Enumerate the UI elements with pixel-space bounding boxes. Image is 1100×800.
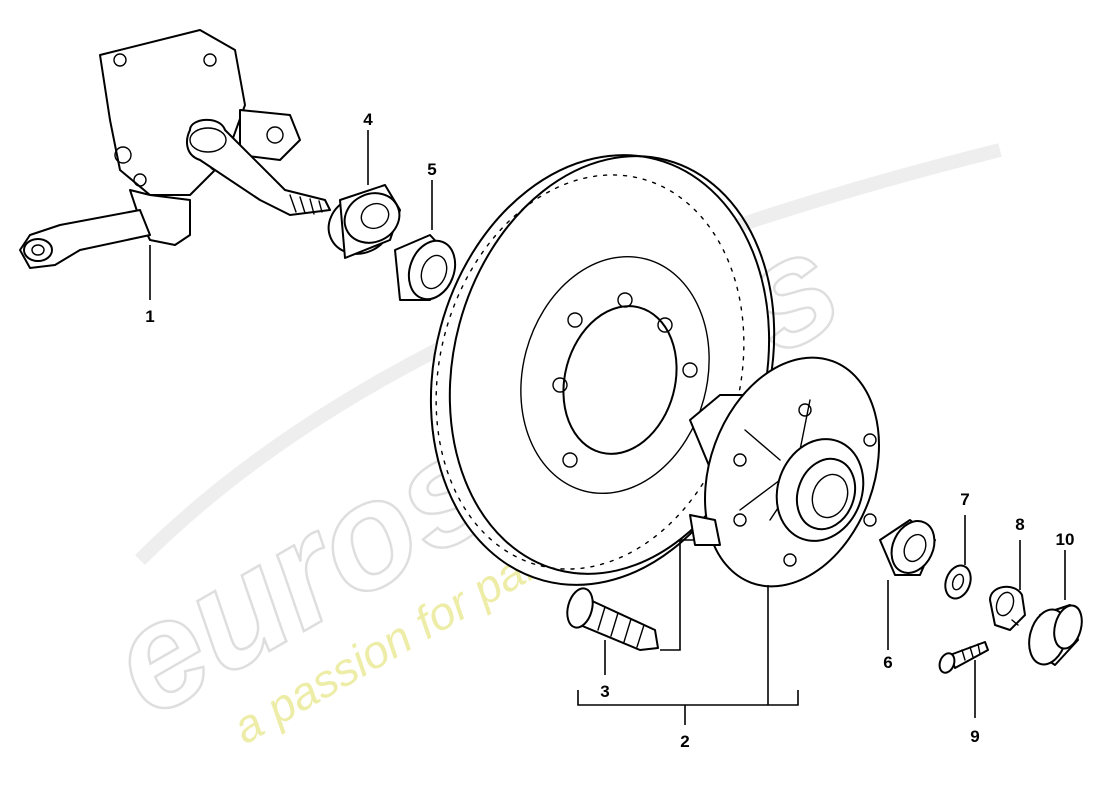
callout-6: 6	[883, 653, 892, 672]
callout-9: 9	[970, 727, 979, 746]
steering-knuckle-part	[19, 29, 331, 269]
clamp-nut-part	[989, 585, 1026, 631]
screw-part	[938, 641, 989, 674]
brake-disc-part	[429, 154, 776, 586]
callout-5: 5	[427, 160, 436, 179]
washer-part	[944, 564, 972, 600]
wheel-hub-part	[689, 356, 880, 588]
callout-8: 8	[1015, 515, 1024, 534]
grease-cap-part	[1028, 604, 1083, 666]
callout-10: 10	[1056, 530, 1075, 549]
bearing-5-part	[394, 234, 457, 301]
callout-4: 4	[363, 110, 373, 129]
callout-1: 1	[145, 307, 154, 326]
callout-3: 3	[600, 682, 609, 701]
bearing-6-part	[879, 519, 936, 576]
callout-7: 7	[960, 490, 969, 509]
callout-labels: 1 2 3 4 5 6 7 8 9 10	[145, 110, 1074, 751]
callout-2: 2	[680, 732, 689, 751]
leader-lines	[149, 130, 1066, 725]
bearing-4-part	[327, 184, 401, 259]
wheel-bolt-part	[566, 587, 659, 651]
